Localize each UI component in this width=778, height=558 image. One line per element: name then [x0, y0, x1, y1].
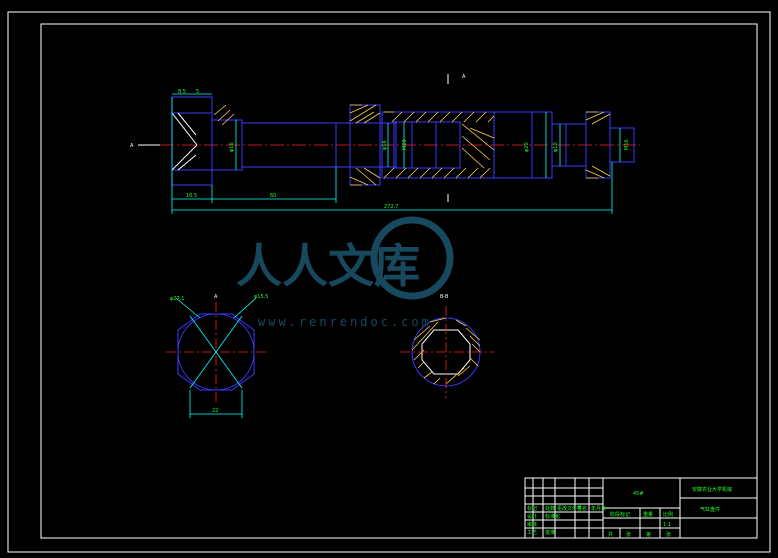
tb-scale-label: 比例 — [663, 511, 673, 518]
dim-circle-dia: φ27.1 — [170, 296, 184, 302]
dim-len-2: 60 — [270, 193, 276, 199]
dim-len-1: 16.5 — [186, 193, 197, 199]
dim-circle-width: 22 — [212, 408, 218, 414]
dim-dia-3: M20 — [402, 139, 408, 150]
dim-dia-1: φ16 — [229, 142, 235, 152]
school-name: 安徽农业大学机械 — [692, 486, 732, 493]
tb-review: 审核 — [527, 521, 537, 528]
dim-dia-5: φ10 — [553, 142, 559, 152]
watermark-text: 人人文库 — [236, 239, 420, 293]
shaft-head — [171, 96, 213, 186]
tb-change-doc: 更改文件号 — [557, 505, 582, 512]
inner-border — [40, 23, 758, 539]
dim-top-1: 8.5 — [178, 89, 186, 95]
dim-circle-r: φ15.5 — [254, 294, 268, 300]
tb-scale-value: 1:1 — [663, 522, 671, 528]
end-view-octagon — [166, 297, 268, 418]
nut-left — [349, 104, 381, 186]
watermark: 人人文库 www.renrendoc.com — [236, 216, 454, 329]
tb-standard: 标准化 — [545, 513, 560, 520]
tb-design: 设计 — [527, 513, 537, 520]
tb-mark: 标记 — [527, 505, 537, 512]
tb-sheet: 张 — [666, 531, 671, 538]
dim-dia-4: φ20 — [524, 142, 530, 152]
tb-sheets: 张 — [626, 531, 631, 538]
section-mark: A — [462, 74, 466, 80]
section-view — [400, 306, 494, 398]
tb-date: 年月日 — [591, 505, 606, 512]
tb-total: 共 — [608, 531, 613, 538]
watermark-url: www.renrendoc.com — [258, 315, 432, 329]
dim-dia-2: φ16 — [382, 140, 388, 150]
tb-signature: 签名 — [577, 505, 587, 512]
outer-border — [7, 11, 771, 553]
drawing-name: 气缸盘件 — [700, 506, 720, 513]
part-material: 45# — [633, 491, 644, 497]
title-block — [524, 477, 758, 539]
shaft-front-view — [160, 96, 640, 186]
main-dimensions — [138, 74, 621, 214]
tb-stage-label: 阶段标记 — [610, 511, 630, 518]
tb-count: 处数 — [545, 505, 555, 512]
dim-top-2: 5 — [196, 89, 199, 95]
dim-dia-6: M16 — [624, 139, 630, 150]
dim-overall: 272.7 — [384, 204, 398, 210]
tb-weight-label: 重量 — [643, 511, 653, 518]
section-hatching — [213, 104, 611, 186]
view-arrow-label: A — [130, 143, 134, 149]
tb-sheet-no: 第 — [646, 531, 651, 538]
circle-view-label: A — [214, 294, 218, 300]
tb-approve: 批准 — [545, 529, 555, 536]
tb-process: 工艺 — [527, 530, 537, 536]
section-view-label: B-B — [440, 294, 449, 300]
